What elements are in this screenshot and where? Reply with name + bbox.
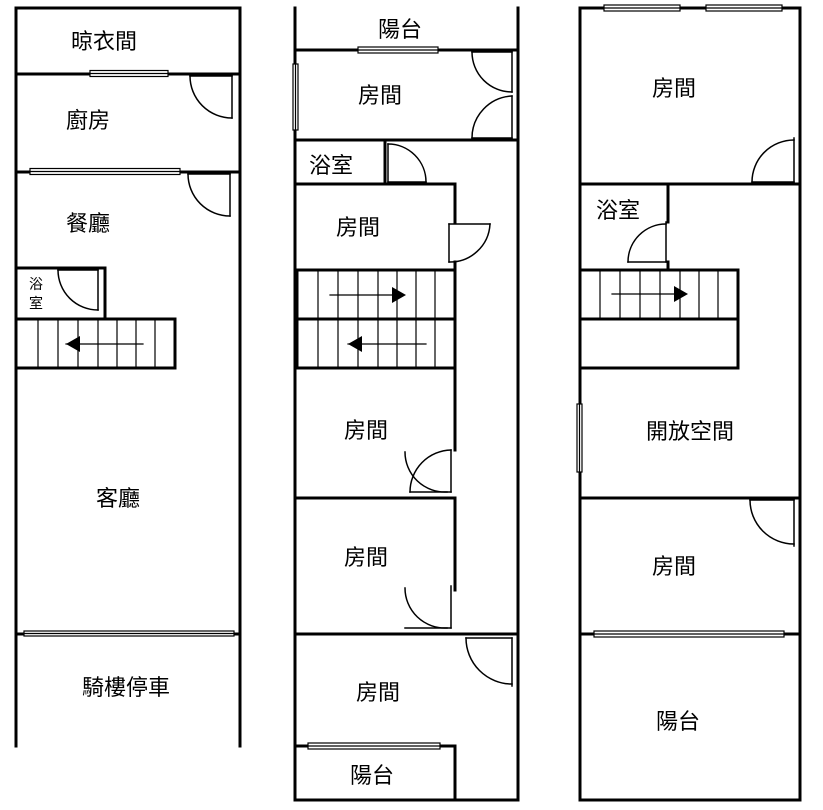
kitchen-door[interactable] xyxy=(189,75,233,119)
floor-2-doors xyxy=(387,51,513,687)
floor-2-room-5-door[interactable] xyxy=(465,637,513,687)
floor-1-bath-label-line-1: 浴 xyxy=(29,277,43,293)
floor-3-top-room-label: 房間 xyxy=(652,77,696,102)
floor-2-walls xyxy=(293,6,520,802)
open-space-label: 開放空間 xyxy=(646,420,734,445)
floor-1-bath-door[interactable] xyxy=(57,269,99,311)
floor-2-top-room-label: 房間 xyxy=(358,84,402,109)
floor-2-top-room-door-lower[interactable] xyxy=(471,95,513,139)
floor-2-room-3-door[interactable] xyxy=(404,449,452,493)
floor-2-bottom-balcony-label: 陽台 xyxy=(350,764,394,789)
floor-1-bath-label-line-2: 室 xyxy=(29,295,43,312)
floor-2-room-4-label: 房間 xyxy=(344,546,388,571)
floor-2-room-4-door[interactable] xyxy=(404,585,452,629)
living-room-label: 客廳 xyxy=(96,487,140,512)
floor-2-top-balcony-label: 陽台 xyxy=(378,18,422,43)
floor-2-bath-door[interactable] xyxy=(387,143,427,183)
floor-2-room-5-label: 房間 xyxy=(356,681,400,706)
floor-3-balcony-label: 陽台 xyxy=(656,710,700,735)
floor-3-windows xyxy=(576,4,785,638)
floor-3-bath-label: 浴室 xyxy=(596,199,640,224)
dining-door[interactable] xyxy=(187,173,231,217)
floor-2-room-2-label: 房間 xyxy=(336,216,380,241)
kitchen-label: 廚房 xyxy=(66,109,110,134)
floor-3-bath-door[interactable] xyxy=(627,221,667,263)
floor-2-bath-label: 浴室 xyxy=(309,154,353,179)
floor-1-doors xyxy=(57,75,233,311)
floor-1-windows xyxy=(23,69,235,637)
floor-2-stairs xyxy=(295,268,457,370)
floor-2-top-room-door-upper[interactable] xyxy=(471,51,513,93)
floor-2-windows xyxy=(292,46,441,750)
arcade-parking-label: 騎樓停車 xyxy=(82,676,170,701)
floor-3-bottom-room-label: 房間 xyxy=(652,555,696,580)
floor-2-room-2-door[interactable] xyxy=(448,223,491,263)
floor-3-doors xyxy=(627,137,795,547)
floor-3-bottom-room-door[interactable] xyxy=(749,499,795,547)
drying-room-label: 晾衣間 xyxy=(71,30,137,55)
floor-3-stairs xyxy=(578,268,740,321)
floor-3-top-room-door[interactable] xyxy=(751,137,795,183)
dining-room-label: 餐廳 xyxy=(66,212,110,237)
floor-3-walls xyxy=(578,6,802,802)
floor-1-stairs xyxy=(14,317,177,370)
floor-2-room-3-label: 房間 xyxy=(344,419,388,444)
